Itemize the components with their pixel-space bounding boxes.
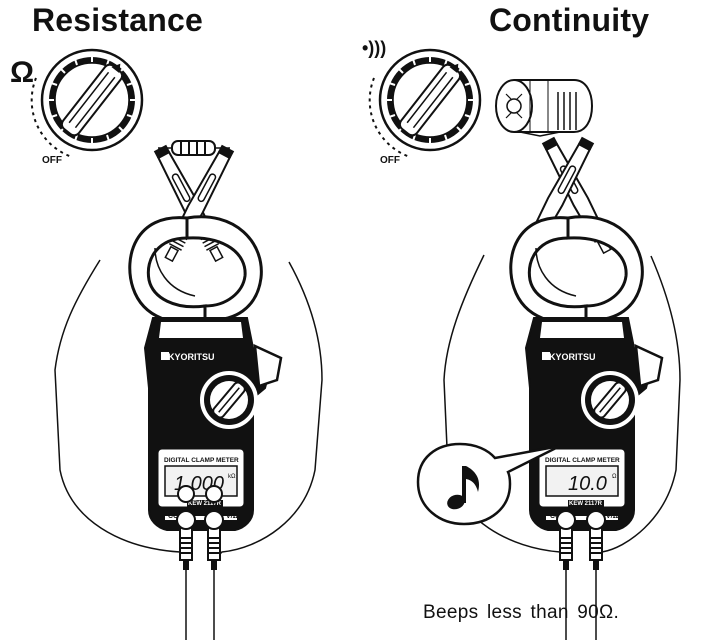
motor-icon	[495, 79, 594, 137]
test-plugs-left	[176, 485, 224, 570]
off-label: OFF	[42, 155, 62, 166]
continuity-caption: Beeps less than 90Ω.	[423, 602, 620, 623]
resistor-icon	[158, 140, 230, 156]
continuity-illustration: •))) OFF	[362, 38, 681, 640]
buzzer-symbol: •)))	[362, 38, 386, 58]
off-label: OFF	[380, 155, 400, 166]
meter-brand: KYORITSU	[168, 352, 215, 362]
meter-brand: KYORITSU	[549, 352, 596, 362]
resistance-title: Resistance	[32, 2, 203, 38]
vohm-label: V/Ω	[226, 513, 239, 520]
rotary-dial-icon	[30, 48, 144, 159]
lcd-unit-left: kΩ	[228, 474, 236, 480]
music-note-icon	[447, 466, 480, 510]
resistance-illustration: Ω OFF KYORITSU DIGITAL CLAMP ME	[10, 48, 323, 640]
vohm-label: V/Ω	[606, 513, 619, 520]
rotary-dial-icon	[368, 48, 482, 159]
com-label: COM	[168, 513, 185, 520]
test-plugs-right	[556, 510, 606, 570]
ohm-symbol: Ω	[10, 56, 34, 89]
meter-model-label: KEW 2117R	[569, 501, 603, 507]
continuity-title: Continuity	[489, 2, 650, 38]
meter-panel-label: DIGITAL CLAMP METER	[545, 457, 620, 464]
beep-bubble	[416, 442, 561, 526]
meter-panel-label: DIGITAL CLAMP METER	[164, 457, 239, 464]
lcd-readout-right: 10.0	[568, 473, 607, 495]
meter-model-label: KEW 2117R	[188, 501, 222, 507]
lcd-unit-right: Ω	[612, 474, 617, 480]
